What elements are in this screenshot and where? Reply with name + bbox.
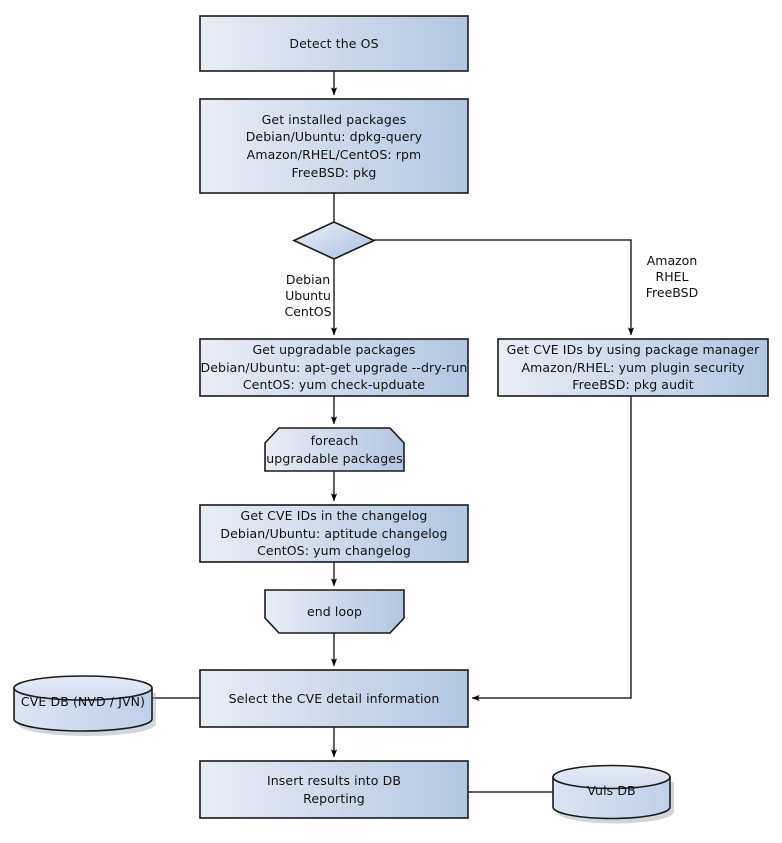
node-get-cve-ids-changelog-shape xyxy=(199,504,469,563)
edge-decision-to-pkgmanager xyxy=(374,239,635,336)
node-foreach-upgradable-shape xyxy=(264,427,405,472)
node-vuls-db-shape xyxy=(552,764,674,824)
node-end-loop-shape xyxy=(264,589,405,634)
edge-pkgmanager-to-select xyxy=(471,396,632,702)
node-get-cve-ids-pkg-manager-shape xyxy=(497,338,769,397)
node-os-decision-shape xyxy=(292,221,376,260)
node-get-upgradable-packages-shape xyxy=(199,338,469,397)
node-select-cve-detail-shape xyxy=(199,669,469,728)
node-detect-os-shape xyxy=(199,15,469,72)
node-cve-db-shape xyxy=(13,675,156,736)
node-get-installed-packages-shape xyxy=(199,98,469,194)
node-insert-results-shape xyxy=(199,760,469,819)
